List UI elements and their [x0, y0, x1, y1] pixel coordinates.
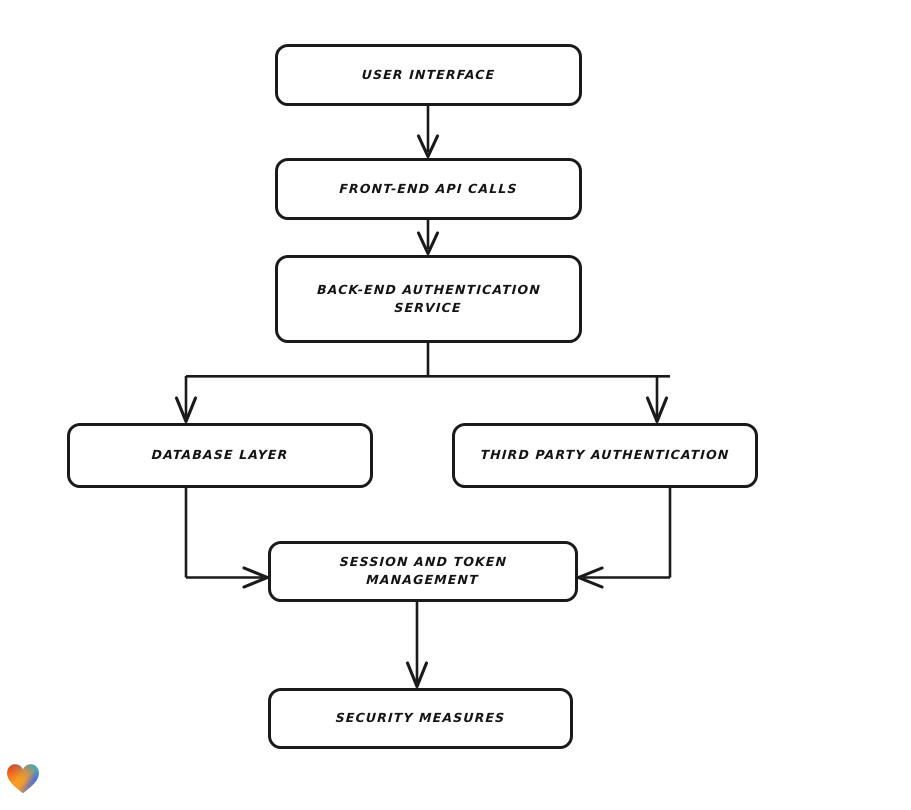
edge-frontend-to-backend: [416, 220, 440, 256]
node-security-measures[interactable]: Security Measures: [268, 688, 573, 749]
edge-backend-to-database: [174, 376, 198, 424]
edge-ui-to-frontend: [416, 106, 440, 159]
node-user-interface[interactable]: User Interface: [275, 44, 582, 106]
node-security-measures-label: Security Measures: [335, 710, 506, 726]
node-frontend-api-calls-label: Front-End API Calls: [338, 180, 519, 196]
node-database-layer[interactable]: Database Layer: [67, 423, 373, 488]
node-user-interface-label: User Interface: [361, 66, 496, 82]
edge-session-to-security: [405, 602, 429, 689]
edge-backend-to-third-party: [645, 376, 669, 424]
edge-third-party-to-session: [576, 488, 672, 589]
edge-backend-split-bus: [186, 343, 670, 378]
node-backend-authentication-service[interactable]: Back-End Authentication Service: [275, 255, 582, 343]
edge-database-to-session: [184, 488, 270, 589]
node-third-party-authentication[interactable]: Third Party Authentication: [452, 423, 758, 488]
node-session-and-token-management[interactable]: Session and Token Management: [268, 541, 578, 602]
node-frontend-api-calls[interactable]: Front-End API Calls: [275, 158, 582, 220]
node-database-layer-label: Database Layer: [151, 447, 289, 463]
node-session-and-token-management-label: Session and Token Management: [339, 554, 508, 588]
heart-icon: [7, 764, 39, 794]
node-backend-authentication-service-label: Back-End Authentication Service: [316, 281, 542, 315]
node-third-party-authentication-label: Third Party Authentication: [480, 447, 730, 463]
